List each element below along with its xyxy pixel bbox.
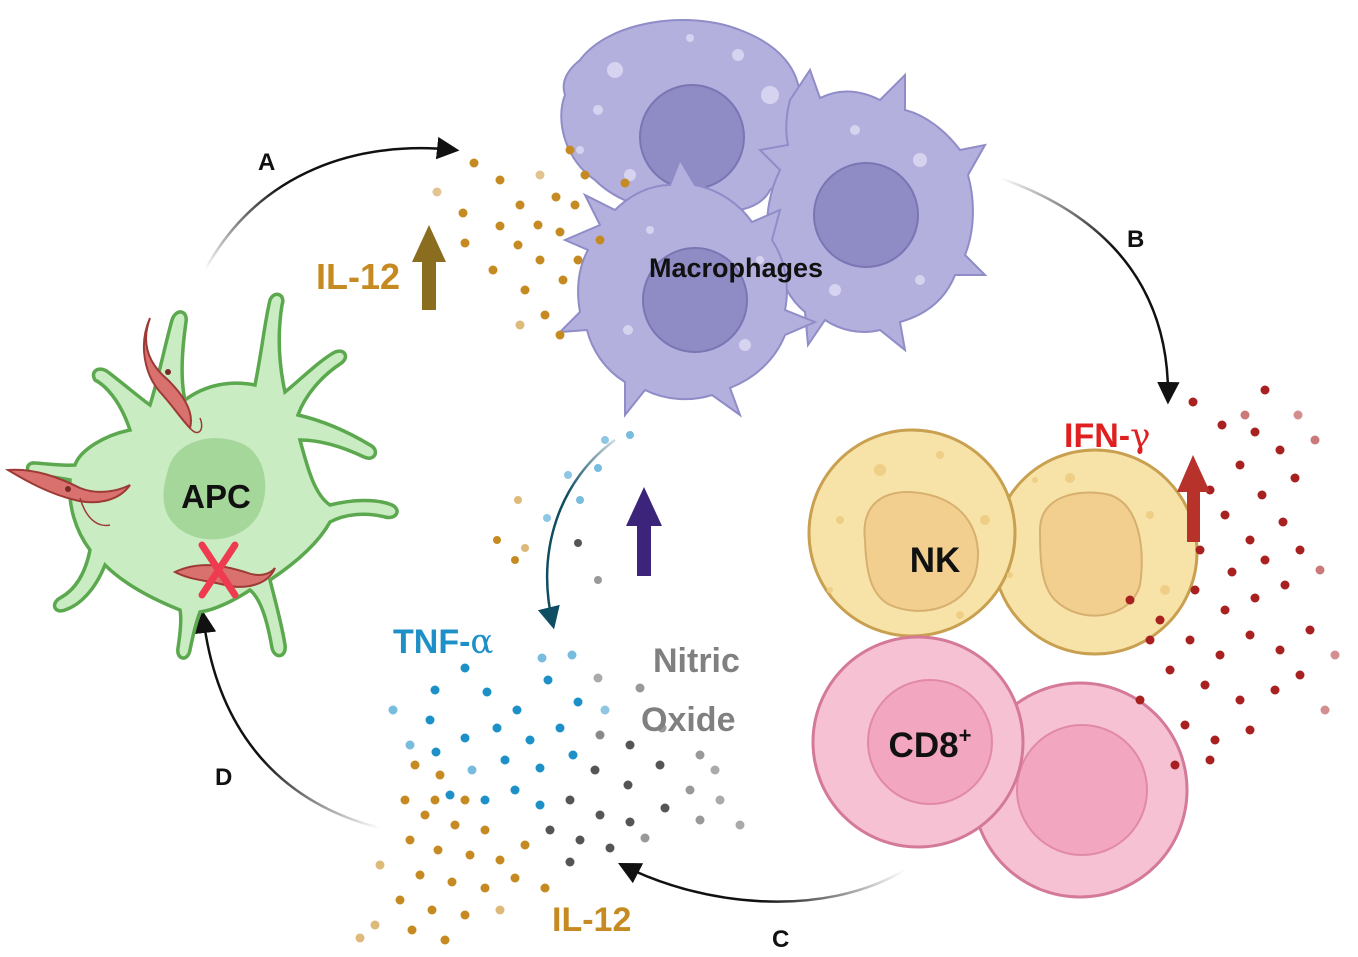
il12-bottom-label: IL-12 <box>552 901 631 939</box>
cd8-nucleus-back <box>1016 724 1148 856</box>
macrophage-nucleus <box>813 162 919 268</box>
cd8-superscript: + <box>959 723 972 748</box>
cd8-label: CD8+ <box>889 723 972 765</box>
arrow-macrophage-to-tnf <box>537 438 616 630</box>
step-label-b: B <box>1127 226 1144 253</box>
tnf-alpha-symbol: α <box>470 622 493 662</box>
cd8-nucleus <box>867 679 993 805</box>
apc-label: APC <box>181 478 251 515</box>
macrophage-nucleus <box>642 247 748 353</box>
x-mark-icon <box>198 541 239 599</box>
apc-nucleus <box>163 438 266 540</box>
macrophages-label: Macrophages <box>649 253 823 283</box>
nitric-oxide-label-line1: Nitric <box>653 642 740 680</box>
nk-nucleus-back <box>1038 491 1143 617</box>
step-label-d: D <box>215 764 232 791</box>
tnf-alpha-label: TNF-α <box>393 622 493 662</box>
macrophage-nucleus <box>639 84 745 190</box>
arrow-d <box>193 610 381 830</box>
ifn-gamma-label: IFN-γ <box>1064 416 1150 456</box>
arrow-b <box>999 176 1180 405</box>
nitric-oxide-label-line2: Oxide <box>641 701 735 739</box>
parasite-icon <box>4 468 131 527</box>
parasite-icon <box>143 317 203 434</box>
macrophage-cluster: Macrophages <box>557 19 988 418</box>
ifn-gamma-symbol: γ <box>1130 416 1150 456</box>
arrow-a <box>203 136 460 271</box>
lymphocyte-cluster: NK CD8+ <box>807 428 1199 899</box>
up-arrow-icon <box>412 225 446 310</box>
nitric-oxide-dots <box>545 539 745 867</box>
il12-dots-top <box>432 145 630 340</box>
ifn-gamma-dots <box>1125 385 1340 770</box>
il12-dots-bottom <box>355 496 550 945</box>
cycle-arrows <box>193 136 1180 903</box>
nk-nucleus <box>863 491 979 612</box>
up-arrow-icon <box>1177 455 1210 542</box>
il12-top-label: IL-12 <box>316 256 400 297</box>
step-label-c: C <box>772 926 789 953</box>
nk-label: NK <box>910 541 961 580</box>
tnf-alpha-dots <box>388 431 634 810</box>
step-label-a: A <box>258 149 275 176</box>
up-arrow-icon <box>626 487 662 576</box>
apc-cell: APC <box>4 292 399 660</box>
arrow-c <box>617 862 906 903</box>
